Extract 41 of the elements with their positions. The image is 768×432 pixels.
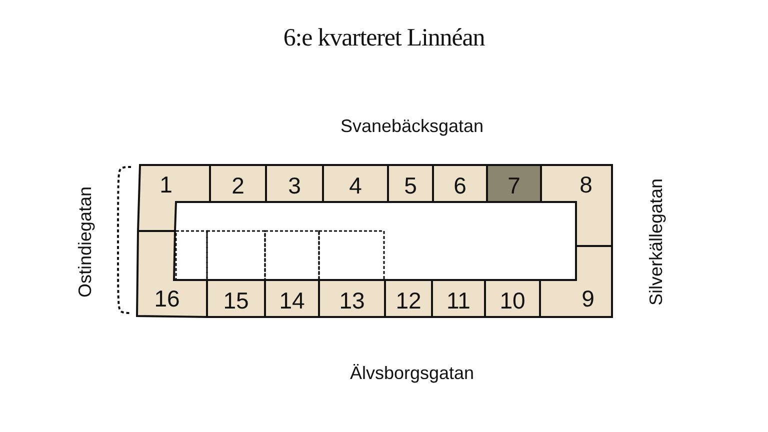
street-name: Älvsborgsgatan	[350, 364, 474, 384]
lot-plot	[538, 244, 614, 319]
lot-number: 15	[223, 289, 249, 312]
dashed-outline	[263, 229, 321, 282]
street-name: Ostindiegatan	[76, 186, 96, 298]
lot-plot	[539, 163, 614, 248]
lot-plot	[483, 278, 542, 319]
lot-number: 1	[160, 174, 172, 196]
lot-number: 6	[454, 174, 466, 197]
lot-plot	[485, 163, 543, 204]
lot-number: 3	[288, 174, 301, 197]
lot-plot	[430, 278, 487, 319]
lot-number: 5	[404, 174, 417, 197]
street-name: Svanebäcksgatan	[340, 117, 484, 137]
lot-number: 2	[232, 174, 244, 197]
lot-plot	[321, 163, 390, 204]
lot-number: 8	[580, 174, 592, 196]
lot-plot	[136, 163, 212, 233]
lot-number: 4	[349, 174, 362, 197]
lot-plot	[317, 278, 387, 319]
lot-number: 7	[508, 174, 520, 197]
lot-plot	[383, 278, 434, 319]
dashed-outline	[205, 229, 267, 282]
lot-number: 13	[339, 289, 365, 312]
title: 6:e kvarteret Linnéan	[283, 24, 485, 52]
dashed-outline	[174, 229, 209, 282]
lot-plot	[205, 278, 267, 319]
lot-plot	[264, 163, 325, 204]
lot-number: 12	[396, 289, 422, 312]
lot-plot	[208, 163, 268, 204]
lot-plot	[263, 278, 321, 319]
lot-plot	[135, 229, 209, 319]
lot-number: 14	[279, 289, 305, 312]
street-name: Silverkällegatan	[647, 178, 667, 306]
lot-plot	[386, 163, 435, 204]
lot-number: 16	[154, 288, 180, 310]
dashed-outline	[317, 229, 386, 282]
lot-number: 10	[500, 289, 526, 312]
lot-plot	[431, 163, 489, 204]
lot-number: 11	[446, 289, 470, 312]
lot-number: 9	[582, 288, 594, 310]
